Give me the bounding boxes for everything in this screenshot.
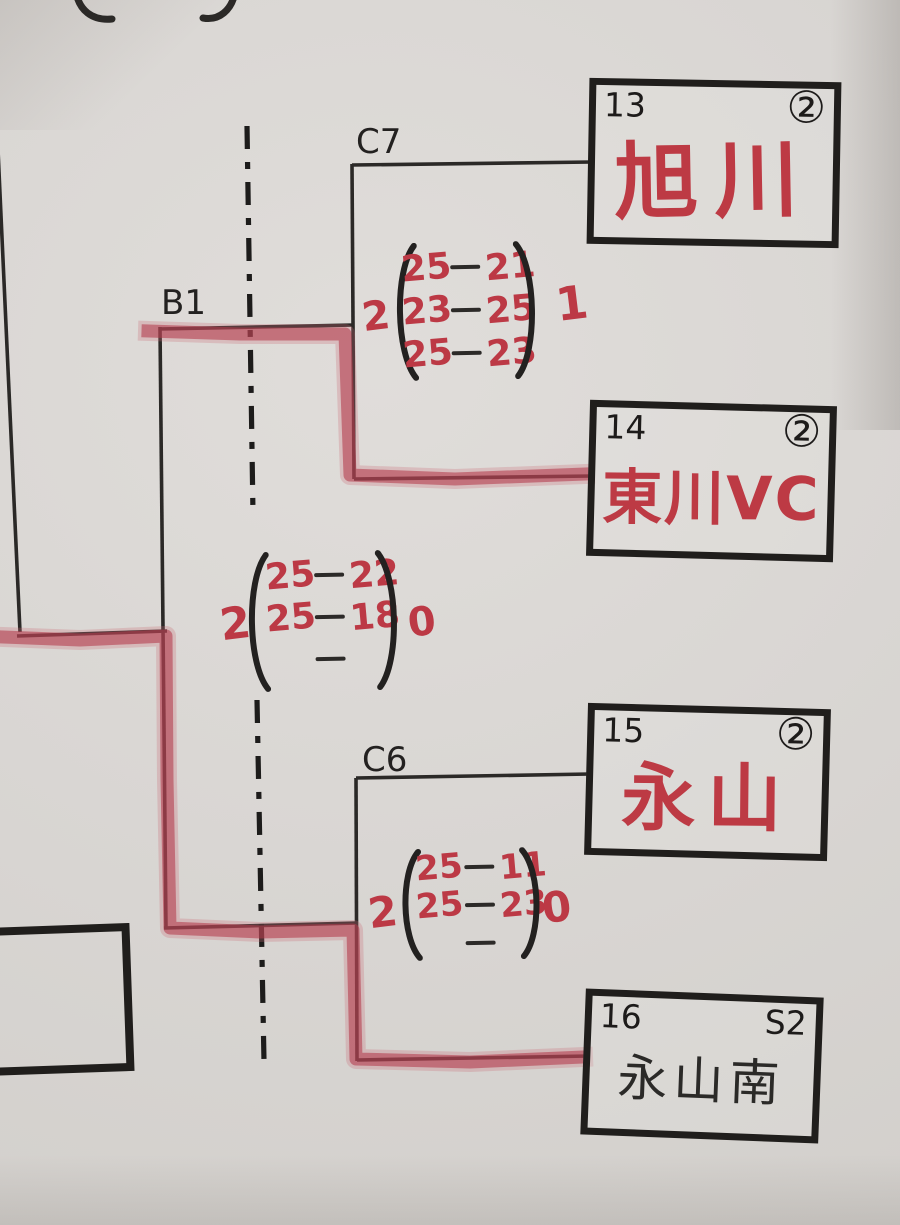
score-c6: 2 25 11 25 23 0 — [365, 838, 579, 974]
match-label-c6: C6 — [362, 740, 408, 780]
team-box-15: 15 ② 永山 — [584, 702, 831, 862]
team-box-16: 16 S2 永山南 — [580, 988, 824, 1144]
right-paren — [519, 847, 540, 960]
score-dash — [465, 940, 496, 946]
sets-won-right: 0 — [405, 597, 439, 647]
fold-dash-line — [244, 125, 267, 1062]
left-paren — [248, 552, 272, 692]
team-name-asahikawa: 旭川 — [613, 129, 816, 232]
team-box-14: 14 ② 東川VC — [586, 399, 837, 563]
score-dash — [314, 614, 345, 620]
sets-won-left: 2 — [365, 885, 401, 939]
score-dash — [315, 656, 346, 662]
set-score: 25 — [263, 552, 317, 599]
right-paren — [512, 241, 535, 380]
match-label-b1: B1 — [161, 283, 206, 323]
score-dash — [464, 902, 496, 908]
set-score: 23 — [400, 287, 454, 334]
left-paren — [396, 242, 420, 381]
team-name-higashikawa-vc: 東川VC — [601, 462, 821, 535]
right-paren — [374, 550, 397, 691]
set-score — [417, 942, 463, 946]
sets-won-left: 2 — [359, 292, 393, 342]
match-label-c7: C7 — [356, 122, 402, 162]
team-box-13: 13 ② 旭川 — [586, 77, 842, 249]
team-name-nagayama: 永山 — [620, 754, 794, 843]
left-paren — [402, 848, 423, 961]
winner-path-c7 — [141, 324, 592, 486]
set-score: 25 — [414, 883, 465, 928]
score-dash — [451, 350, 482, 356]
set-score: 25 — [413, 845, 465, 890]
sets-won-right: 0 — [539, 880, 575, 934]
set-score: 25 — [264, 594, 318, 641]
set-score — [267, 658, 313, 662]
score-b1: 2 25 22 25 18 0 — [217, 543, 439, 707]
team-name-nagayama-minami: 永山南 — [616, 1048, 787, 1114]
partial-team-box — [0, 922, 135, 1078]
score-dash — [314, 572, 345, 578]
winner-path-c6-b1 — [0, 629, 590, 1069]
winner-path-highlight — [0, 320, 596, 1072]
sets-won-right: 1 — [552, 274, 592, 332]
score-dash — [464, 864, 495, 870]
score-c7: 2 25 21 23 25 25 23 1 — [357, 236, 591, 390]
cropped-parentheses-mark — [74, 0, 237, 23]
score-dash — [450, 264, 481, 270]
score-dash — [450, 307, 481, 313]
set-score: 25 — [399, 244, 453, 291]
set-score: 25 — [401, 330, 455, 377]
